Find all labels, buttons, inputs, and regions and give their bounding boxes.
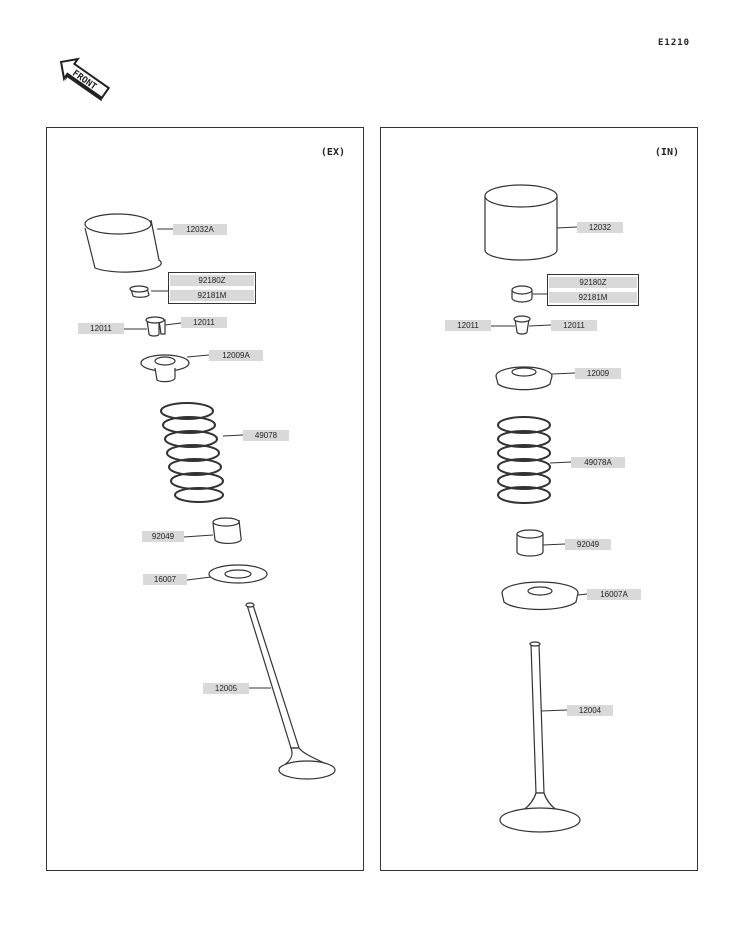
- ex-part-49078[interactable]: 49078: [243, 430, 289, 441]
- intake-panel: (IN): [380, 127, 698, 871]
- intake-parts-drawing: [484, 184, 588, 833]
- exhaust-panel-title: (EX): [320, 147, 345, 158]
- ex-shim-group-box: [168, 272, 256, 304]
- ex-part-92180Z[interactable]: 92180Z: [170, 275, 254, 286]
- ex-part-12011-right[interactable]: 12011: [181, 317, 227, 328]
- ex-tappet-top: [84, 213, 152, 235]
- in-part-12004[interactable]: 12004: [567, 705, 613, 716]
- in-part-49078A[interactable]: 49078A: [571, 457, 625, 468]
- in-part-92049[interactable]: 92049: [565, 539, 611, 550]
- in-part-12032[interactable]: 12032: [577, 222, 623, 233]
- in-part-12009[interactable]: 12009: [575, 368, 621, 379]
- in-shim-group-box: [547, 274, 639, 306]
- in-part-92181M[interactable]: 92181M: [549, 292, 637, 303]
- front-arrow-icon: FRONT: [54, 50, 114, 106]
- exhaust-parts-drawing: [84, 213, 336, 780]
- ex-part-12032A[interactable]: 12032A: [173, 224, 227, 235]
- in-part-92180Z[interactable]: 92180Z: [549, 277, 637, 288]
- ex-part-16007[interactable]: 16007: [143, 574, 187, 585]
- ex-part-12011-left[interactable]: 12011: [78, 323, 124, 334]
- diagram-code: E1210: [658, 38, 691, 48]
- ex-part-92049[interactable]: 92049: [142, 531, 184, 542]
- in-part-16007A[interactable]: 16007A: [587, 589, 641, 600]
- in-part-12011-left[interactable]: 12011: [445, 320, 491, 331]
- ex-part-12005[interactable]: 12005: [203, 683, 249, 694]
- in-part-12011-right[interactable]: 12011: [551, 320, 597, 331]
- ex-part-12009A[interactable]: 12009A: [209, 350, 263, 361]
- ex-part-92181M[interactable]: 92181M: [170, 290, 254, 301]
- intake-panel-title: (IN): [654, 147, 679, 158]
- exhaust-panel: (EX): [46, 127, 364, 871]
